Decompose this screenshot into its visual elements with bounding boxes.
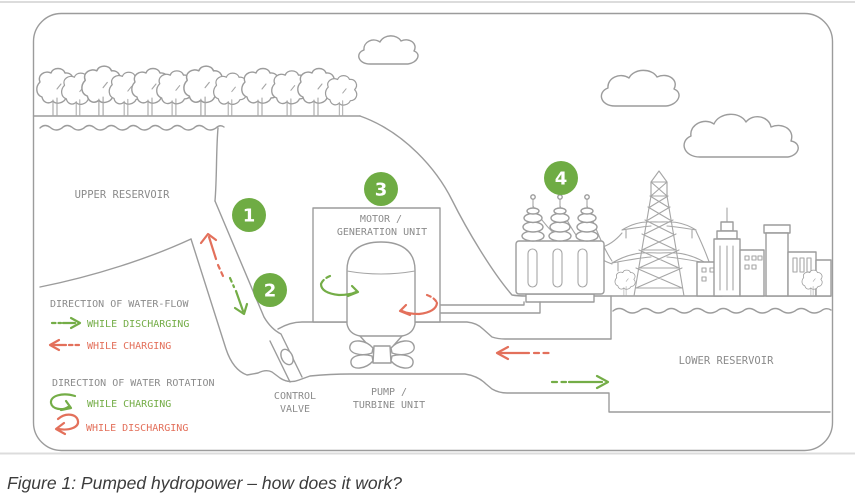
tree-icon: [614, 269, 636, 297]
step-4-badge: 4: [544, 161, 578, 195]
step-2-number: 2: [264, 281, 277, 302]
legend-rotation-title: DIRECTION OF WATER ROTATION: [52, 378, 215, 389]
cloud-icon: [358, 35, 419, 65]
tree-icon: [212, 72, 248, 117]
tailrace-arrow-charging-red: [495, 345, 551, 361]
cable-conduit: [440, 301, 541, 314]
tree-row: [36, 65, 358, 117]
flow-arrow-down-discharging: [228, 276, 249, 316]
cloud-icon: [600, 69, 680, 107]
step-4-number: 4: [555, 169, 568, 190]
waterway: [190, 200, 831, 413]
control-valve-label-line2: VALVE: [280, 404, 310, 415]
step-2-badge: 2: [253, 273, 287, 307]
tailrace-arrow-discharging-green: [550, 374, 610, 390]
step-3-number: 3: [375, 180, 388, 201]
figure-caption: Figure 1: Pumped hydropower – how does i…: [7, 473, 402, 493]
step-3-badge: 3: [364, 172, 398, 206]
legend-rotation-charging-label: WHILE CHARGING: [87, 399, 171, 410]
penstock: [214, 200, 303, 378]
upper-reservoir-water: [39, 124, 225, 131]
legend-rotation-charging-arrow-icon: [49, 393, 77, 412]
bushing-icon: [521, 194, 545, 242]
lower-reservoir-water: [612, 307, 832, 314]
legend-flow-title: DIRECTION OF WATER-FLOW: [50, 299, 189, 310]
step-1-number: 1: [243, 206, 256, 227]
pump-turbine-unit-label-line1: PUMP /: [371, 387, 407, 398]
legend-charge-flow-arrow-icon: [48, 338, 81, 352]
flow-arrow-up-charging: [199, 232, 225, 278]
control-valve-label-line1: CONTROL: [274, 391, 316, 402]
legend-rotation-discharging-label: WHILE DISCHARGING: [86, 423, 188, 434]
legend-flow-charging-label: WHILE CHARGING: [87, 341, 171, 352]
city-skyline: [614, 207, 832, 297]
cloud-icon: [683, 113, 799, 158]
upper-reservoir-label: UPPER RESERVOIR: [75, 189, 171, 201]
motor-generator-icon: [346, 241, 416, 337]
diagram-border: [32, 12, 834, 452]
control-valve-icon: [280, 348, 294, 366]
terrain: [32, 115, 832, 340]
powerhouse: [312, 207, 441, 369]
rotation-arrow-charging-red: [398, 293, 439, 317]
tall-tower: [713, 207, 741, 297]
tailrace-arrows: [495, 345, 610, 390]
legend-flow-discharging-label: WHILE DISCHARGING: [87, 319, 189, 330]
lower-reservoir-label: LOWER RESERVOIR: [679, 355, 775, 367]
tree-icon: [324, 75, 358, 117]
legend: DIRECTION OF WATER-FLOW WHILE DISCHARGIN…: [48, 299, 215, 436]
legend-discharge-flow-arrow-icon: [50, 316, 82, 330]
clouds: [358, 35, 799, 158]
motor-generation-unit-label-line2: GENERATION UNIT: [337, 227, 427, 238]
control-valve-pipe: [269, 340, 291, 383]
turbine-icon: [349, 335, 415, 369]
motor-generation-unit-label-line1: MOTOR /: [360, 214, 402, 225]
penstock-arrows: [199, 232, 249, 316]
rotation-arrow-discharging-green: [319, 274, 360, 298]
bushing-icon: [575, 194, 599, 242]
pump-turbine-unit-label-line2: TURBINE UNIT: [353, 400, 425, 411]
step-1-badge: 1: [232, 198, 266, 232]
legend-rotation-discharging-arrow-icon: [54, 413, 80, 436]
transformer-icon: [515, 194, 605, 303]
pylon-icon: [611, 170, 707, 297]
bushing-icon: [548, 194, 572, 242]
